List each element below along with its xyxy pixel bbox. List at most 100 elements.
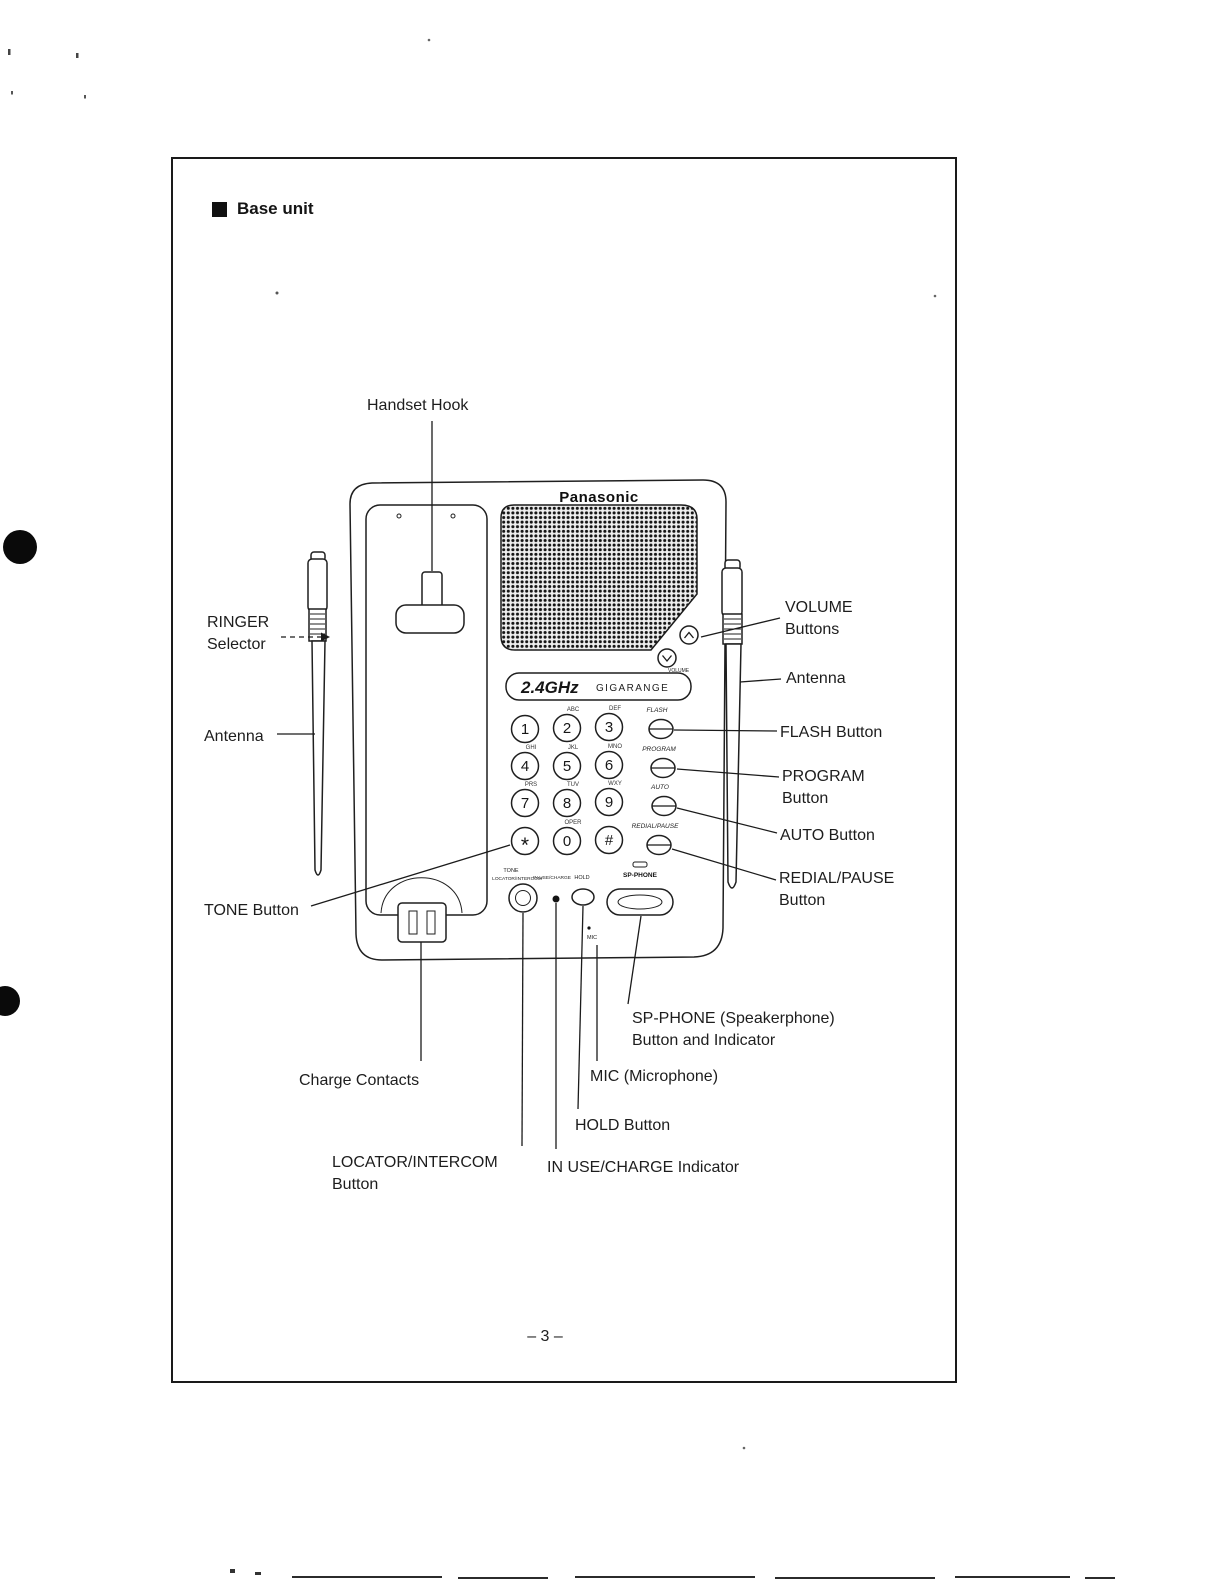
callout-locator-intercom-button: LOCATOR/INTERCOM Button — [332, 1154, 498, 1193]
hole-punch-mark — [3, 530, 37, 564]
section-heading-label: Base unit — [237, 199, 314, 218]
leader-locator-intercom — [521, 912, 524, 1147]
antenna-left — [307, 551, 328, 876]
keypad-key-8: 8 TUV — [552, 782, 582, 818]
flash-small-label: FLASH — [647, 707, 668, 714]
badge-name: GIGARANGE — [596, 683, 669, 694]
keypad-key-9: 9 WXY — [594, 781, 624, 817]
sp-phone-button-shape — [606, 888, 674, 916]
key-digit: * — [521, 834, 529, 857]
phone-base-unit: Panasonic VOLUME 2.4GHz GIGARANGE — [307, 479, 743, 961]
keypad-key-6: 6 MNO — [594, 744, 624, 780]
callout-redial-pause-button: REDIAL/PAUSE Button — [779, 870, 895, 909]
key-digit: 5 — [563, 758, 571, 775]
leader-volume — [700, 617, 781, 638]
handset-cradle — [365, 504, 488, 916]
keypad-key-2: 2 ABC — [552, 707, 582, 743]
key-digit: 1 — [521, 721, 529, 738]
volume-up-button — [679, 625, 699, 645]
chevron-up-icon — [683, 631, 695, 639]
badge-frequency: 2.4GHz — [520, 678, 579, 697]
edge-mark — [230, 1569, 235, 1573]
key-digit: 9 — [605, 794, 613, 811]
edge-mark — [292, 1576, 442, 1578]
callout-tone-button: TONE Button — [204, 902, 299, 919]
hold-button-shape — [571, 888, 595, 906]
callout-antenna-right: Antenna — [786, 670, 846, 687]
callout-program-button: PROGRAM Button — [782, 768, 865, 807]
leader-hold — [577, 905, 584, 1110]
cradle-bottom-arc — [380, 877, 463, 914]
sp-phone-small-label: SP-PHONE — [623, 872, 658, 879]
volume-small-label: VOLUME — [668, 668, 690, 674]
speck — [84, 95, 86, 99]
key-letters: MNO — [608, 744, 622, 750]
charge-contact-strip — [426, 910, 436, 935]
brand-logo: Panasonic — [559, 489, 639, 506]
callout-sp-phone-button: SP-PHONE (Speakerphone) Button and Indic… — [632, 1010, 835, 1049]
edge-mark — [955, 1576, 1070, 1578]
program-small-label: PROGRAM — [642, 746, 676, 753]
speck — [275, 291, 279, 295]
callout-in-use-charge-indicator: IN USE/CHARGE Indicator — [547, 1159, 740, 1176]
speck — [742, 1446, 746, 1450]
edge-mark — [1085, 1577, 1115, 1579]
callout-charge-contacts: Charge Contacts — [299, 1072, 420, 1089]
redial-pause-small-label: REDIAL/PAUSE — [632, 823, 680, 830]
key-letters: OPER — [564, 820, 582, 826]
keypad-key-1: 1 — [510, 714, 540, 744]
in-use-charge-indicator-dot — [552, 895, 560, 903]
edge-mark — [255, 1572, 261, 1575]
edge-mark — [458, 1577, 548, 1579]
volume-buttons: VOLUME — [657, 625, 699, 674]
function-buttons: FLASH PROGRAM AUTO REDIAL/PAUSE — [632, 707, 680, 856]
sp-phone-indicator-bar — [632, 861, 648, 868]
keypad-key-7: 7 PRS — [510, 782, 540, 818]
speck — [427, 38, 431, 42]
section-heading: Base unit — [212, 199, 314, 219]
key-digit: 4 — [521, 758, 529, 775]
key-digit: 3 — [605, 719, 613, 736]
mic-small-label: MIC — [587, 935, 597, 941]
locator-intercom-button-inner — [515, 890, 531, 906]
key-digit: 6 — [605, 757, 613, 774]
chevron-down-icon — [661, 655, 673, 663]
key-letters: PRS — [525, 782, 537, 788]
leader-lines — [277, 421, 782, 1149]
handset-hook-stem — [421, 571, 443, 609]
keypad-key-3: 3 DEF — [594, 706, 624, 742]
cradle-screw — [396, 513, 402, 519]
page-number: – 3 – — [527, 1328, 563, 1345]
speck — [933, 294, 937, 298]
key-letters: ABC — [567, 707, 580, 713]
key-letters: TUV — [567, 782, 579, 788]
callout-flash-button: FLASH Button — [780, 724, 883, 741]
key-letters: DEF — [609, 706, 621, 712]
key-digit: # — [605, 832, 614, 849]
charge-contact-strip — [408, 910, 418, 935]
in-use-charge-small-label: IN USE/CHARGE — [533, 875, 571, 881]
callout-volume-buttons: VOLUME Buttons — [785, 599, 853, 638]
edge-mark — [775, 1577, 935, 1579]
keypad: 1 2 ABC 3 DEF 4 GHI — [510, 706, 624, 857]
key-letters: GHI — [526, 745, 537, 751]
leader-auto — [676, 807, 778, 834]
key-letters: WXY — [608, 781, 622, 787]
tone-small-label: TONE — [503, 868, 519, 874]
keypad-key-0: 0 OPER — [552, 820, 582, 856]
callout-handset-hook: Handset Hook — [367, 397, 469, 414]
locator-intercom-small-label: LOCATOR/INTERCOM — [492, 876, 542, 882]
mic-hole — [587, 926, 591, 930]
speaker-grille — [500, 504, 698, 651]
hole-punch-mark — [0, 986, 20, 1016]
leader-redial-pause — [671, 848, 777, 881]
speck — [11, 91, 13, 95]
callout-ringer-selector: RINGER Selector — [207, 614, 270, 653]
bottom-controls: TONE LOCATOR/INTERCOM IN USE/CHARGE HOLD… — [492, 861, 674, 941]
speck — [8, 49, 11, 55]
handset-hook-base — [395, 604, 465, 634]
leader-tone — [310, 844, 511, 907]
key-letters: JKL — [568, 745, 579, 751]
